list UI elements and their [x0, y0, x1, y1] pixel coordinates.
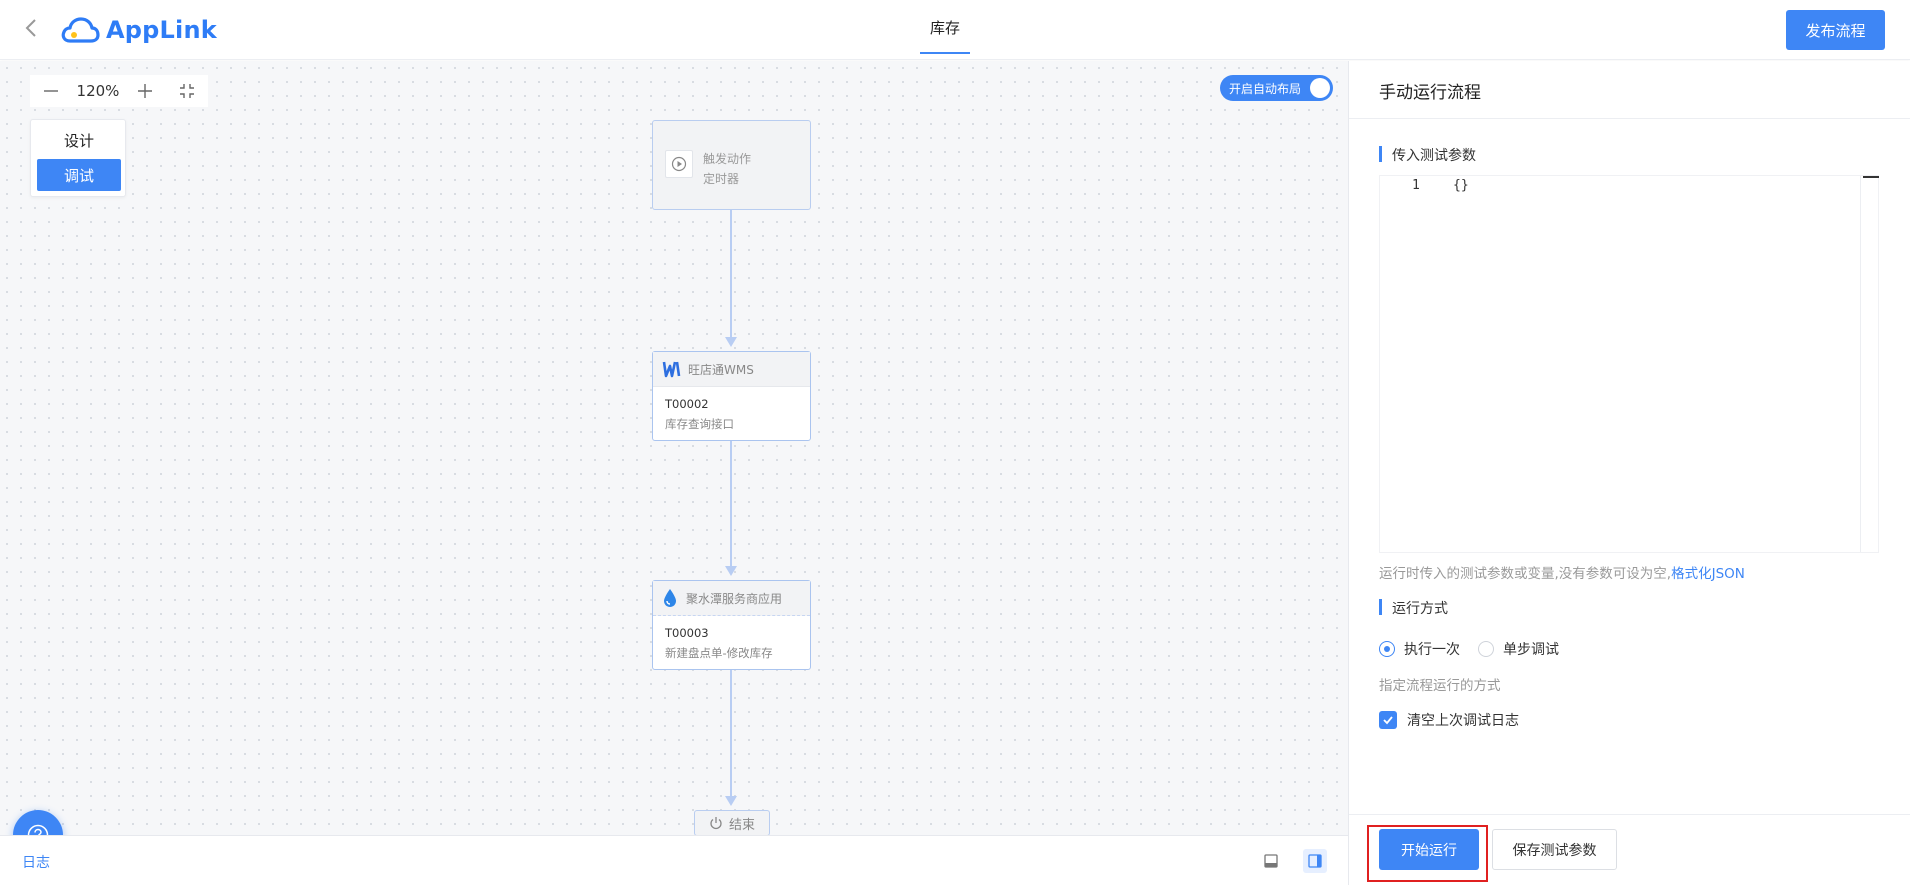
bottom-panel-toggle[interactable]	[1260, 850, 1282, 872]
run-mode-section-label: 运行方式	[1379, 598, 1448, 618]
log-link[interactable]: 日志	[22, 855, 50, 871]
zoom-level: 120%	[76, 82, 120, 100]
clear-log-option[interactable]: 清空上次调试日志	[1379, 710, 1519, 730]
auto-layout-label: 开启自动布局	[1229, 81, 1302, 96]
panel-bottom-icon	[1264, 854, 1278, 868]
run-mode-options: 执行一次 单步调试	[1379, 639, 1559, 659]
editor-gutter: 1	[1380, 176, 1430, 552]
end-node[interactable]: 结束	[694, 810, 770, 836]
connector-line	[730, 210, 732, 337]
node-app-name: 聚水潭服务商应用	[686, 591, 783, 606]
run-mode-hint: 指定流程运行的方式	[1379, 678, 1501, 694]
node-code: T00002	[665, 397, 709, 411]
clear-log-checkbox[interactable]	[1379, 711, 1397, 729]
power-icon	[710, 817, 722, 830]
connector-arrow	[725, 796, 737, 806]
toggle-knob	[1310, 78, 1330, 98]
highlight-box	[1367, 825, 1488, 882]
node-description: 新建盘点单-修改库存	[665, 646, 773, 660]
step-debug-label[interactable]: 单步调试	[1503, 642, 1559, 658]
auto-layout-toggle[interactable]: 开启自动布局	[1220, 75, 1333, 101]
publish-flow-button[interactable]: 发布流程	[1786, 10, 1885, 50]
format-json-link[interactable]: 格式化JSON	[1671, 566, 1745, 582]
zoom-in-button[interactable]	[124, 75, 166, 107]
params-section-label: 传入测试参数	[1379, 145, 1476, 165]
node-code: T00003	[665, 626, 709, 640]
node-app-name: 旺店通WMS	[688, 362, 754, 377]
connector-arrow	[725, 337, 737, 347]
test-params-editor[interactable]: 1 {}	[1379, 175, 1879, 553]
tab-inventory[interactable]: 库存	[929, 19, 960, 37]
node-header: 旺店通WMS	[653, 352, 810, 387]
water-drop-icon	[664, 589, 676, 607]
wms-node[interactable]: 旺店通WMS T00002 库存查询接口	[652, 351, 811, 441]
compress-icon	[180, 84, 194, 98]
mode-switcher: 设计 调试	[30, 119, 126, 197]
trigger-title: 触发动作	[703, 152, 752, 166]
panel-footer: 开始运行 保存测试参数	[1349, 814, 1910, 885]
right-panel-toggle[interactable]	[1303, 849, 1327, 873]
back-arrow-icon[interactable]	[18, 14, 46, 42]
minus-icon	[44, 90, 58, 92]
top-header: AppLink 库存 发布流程	[0, 0, 1910, 60]
plus-icon	[138, 84, 152, 98]
app-name: AppLink	[106, 16, 217, 44]
connector-arrow	[725, 566, 737, 576]
applink-logo: AppLink	[60, 13, 217, 47]
editor-scrollbar[interactable]	[1860, 176, 1879, 552]
panel-right-icon	[1308, 854, 1322, 868]
mode-design-button[interactable]: 设计	[63, 131, 94, 150]
scroll-thumb[interactable]	[1863, 176, 1879, 178]
start-run-button[interactable]: 开始运行	[1379, 829, 1479, 870]
radio-run-once[interactable]	[1379, 641, 1395, 657]
trigger-node[interactable]: 触发动作 定时器	[652, 120, 811, 210]
panel-title: 手动运行流程	[1379, 83, 1481, 103]
connector-line	[730, 441, 732, 566]
save-params-button[interactable]: 保存测试参数	[1492, 829, 1617, 870]
params-hint: 运行时传入的测试参数或变量,没有参数可设为空,格式化JSON	[1379, 562, 1745, 582]
clear-log-label[interactable]: 清空上次调试日志	[1407, 713, 1519, 729]
cloud-logo-icon	[61, 17, 100, 43]
zoom-toolbar: 120%	[30, 75, 208, 107]
editor-code[interactable]: {}	[1453, 178, 1469, 193]
mode-debug-button[interactable]: 调试	[37, 159, 121, 191]
bottom-bar: 日志	[0, 835, 1348, 885]
active-tab-indicator	[920, 52, 970, 54]
connector-line	[730, 670, 732, 796]
manual-run-panel: 手动运行流程 传入测试参数 1 {} 运行时传入的测试参数或变量,没有参数可设为…	[1348, 61, 1910, 885]
play-icon	[665, 150, 693, 178]
node-header: 聚水潭服务商应用	[653, 581, 810, 616]
checkmark-icon	[1383, 716, 1393, 725]
run-once-label[interactable]: 执行一次	[1404, 642, 1460, 658]
divider	[1349, 118, 1910, 119]
end-label: 结束	[728, 817, 755, 833]
node-description: 库存查询接口	[665, 417, 734, 431]
radio-step-debug[interactable]	[1478, 641, 1494, 657]
fit-view-button[interactable]	[166, 75, 208, 107]
wdt-logo-icon	[662, 361, 681, 378]
flow-canvas[interactable]: 120% 设计 调试 开启自动布局 触发动作 定时器	[0, 61, 1348, 860]
jushuitan-node[interactable]: 聚水潭服务商应用 T00003 新建盘点单-修改库存	[652, 580, 811, 670]
zoom-out-button[interactable]	[30, 75, 72, 107]
trigger-type: 定时器	[703, 172, 740, 186]
params-hint-text: 运行时传入的测试参数或变量,没有参数可设为空,	[1379, 566, 1672, 582]
line-number: 1	[1412, 178, 1420, 193]
